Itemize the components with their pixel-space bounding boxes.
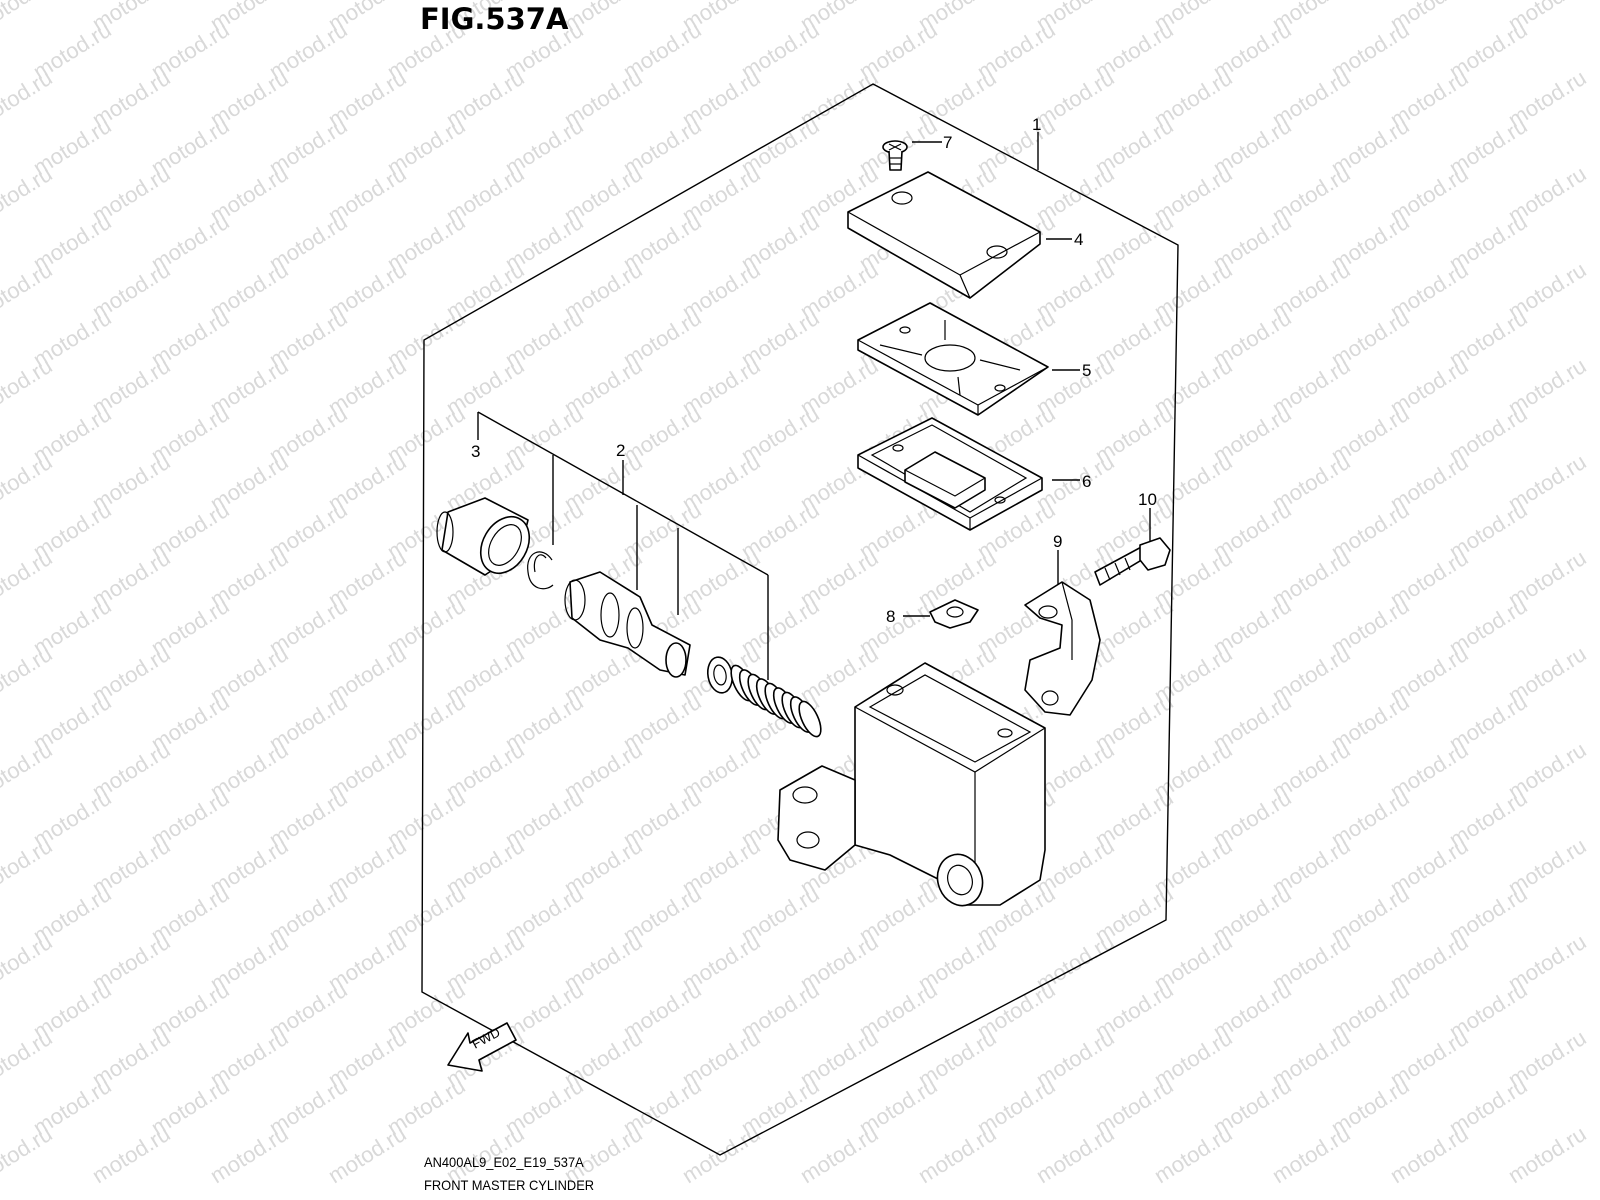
part-6-diaphragm: [857, 417, 1043, 531]
caption-name: FRONT MASTER CYLINDER: [424, 1177, 595, 1193]
part-9-clamp: [1024, 581, 1101, 716]
callout-numbers: 1 2 3 4 5 6 7 8 9 10: [471, 115, 1157, 626]
figure-title: FIG.537A: [420, 2, 569, 36]
assembly-boundary: [421, 83, 1179, 1156]
spring-coil: [798, 700, 822, 738]
callout-8: 8: [886, 607, 895, 626]
part-7-screw: [882, 140, 908, 171]
master-cylinder-body: [777, 662, 1046, 907]
callout-5: 5: [1082, 361, 1091, 380]
part-10-bolt: [1094, 537, 1171, 586]
fwd-arrow: FWD: [447, 1022, 517, 1072]
callout-6: 6: [1082, 472, 1091, 491]
part-2-piston: [564, 571, 691, 678]
callout-2: 2: [616, 441, 625, 460]
callout-1: 1: [1032, 115, 1041, 134]
part-spring: [730, 664, 822, 738]
callout-7: 7: [943, 133, 952, 152]
part-3-boot: [436, 497, 531, 576]
part-snap-ring: [527, 551, 554, 590]
leader-lines: [477, 132, 1151, 680]
part-cup-seal: [706, 656, 734, 694]
part-4-reservoir-cap: [847, 171, 1041, 299]
part-8-clip: [929, 599, 979, 629]
caption-code: AN400AL9_E02_E19_537A: [424, 1154, 584, 1170]
part-5-plate: [857, 302, 1049, 416]
callout-3: 3: [471, 442, 480, 461]
callout-9: 9: [1053, 532, 1062, 551]
callout-10: 10: [1138, 490, 1157, 509]
callout-4: 4: [1074, 230, 1083, 249]
